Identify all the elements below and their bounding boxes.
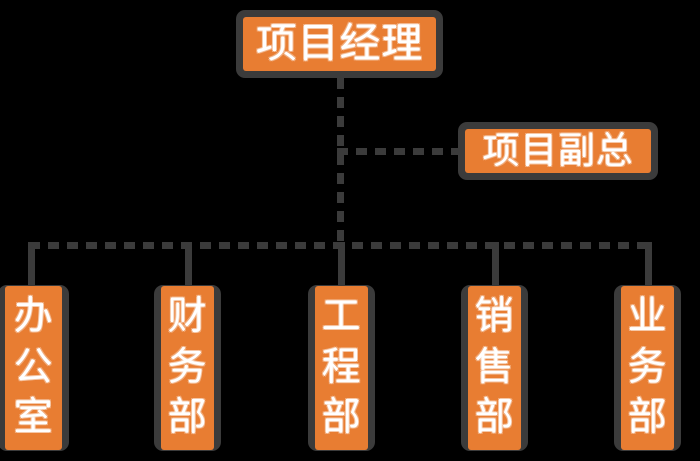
node-project-manager[interactable]: 项目经理 (236, 10, 443, 78)
node-department-finance[interactable]: 财 务 部 (154, 285, 221, 451)
node-department-office[interactable]: 办 公 室 (0, 285, 69, 451)
node-department-business-char-2: 务 (627, 344, 668, 390)
connector-branch-vice-general (337, 148, 461, 155)
node-department-business[interactable]: 业 务 部 (614, 285, 681, 451)
node-department-engineering-char-1: 工 (321, 293, 362, 339)
node-department-engineering-fill: 工 程 部 (315, 286, 368, 450)
connector-drop-finance (185, 242, 192, 288)
connector-drop-engineering (338, 242, 345, 288)
node-project-manager-fill: 项目经理 (243, 17, 436, 71)
node-department-engineering-char-3: 部 (321, 395, 362, 441)
node-department-finance-char-2: 务 (167, 344, 208, 390)
node-department-finance-char-3: 部 (167, 395, 208, 441)
node-department-engineering-char-2: 程 (321, 344, 362, 390)
connector-drop-business (645, 242, 652, 288)
connector-drop-sales (492, 242, 499, 288)
node-department-business-fill: 业 务 部 (621, 286, 674, 450)
node-department-finance-char-1: 财 (167, 293, 208, 339)
node-department-business-char-1: 业 (627, 293, 668, 339)
node-department-office-char-3: 室 (13, 395, 54, 441)
connector-drop-office (28, 242, 35, 288)
node-department-finance-fill: 财 务 部 (161, 286, 214, 450)
node-department-sales-char-2: 售 (474, 344, 515, 390)
node-department-office-fill: 办 公 室 (5, 286, 62, 450)
node-department-office-char-1: 办 (13, 293, 54, 339)
connector-trunk-manager (337, 78, 344, 248)
node-department-engineering[interactable]: 工 程 部 (308, 285, 375, 451)
node-department-office-char-2: 公 (13, 344, 54, 390)
node-project-manager-label: 项目经理 (255, 19, 424, 68)
node-department-sales-fill: 销 售 部 (468, 286, 521, 450)
node-project-vice-general[interactable]: 项目副总 (458, 122, 658, 180)
node-department-sales-char-1: 销 (474, 293, 515, 339)
node-project-vice-general-fill: 项目副总 (465, 129, 651, 173)
node-department-business-char-3: 部 (627, 395, 668, 441)
node-project-vice-general-label: 项目副总 (482, 128, 634, 172)
node-department-sales-char-3: 部 (474, 395, 515, 441)
node-department-sales[interactable]: 销 售 部 (461, 285, 528, 451)
